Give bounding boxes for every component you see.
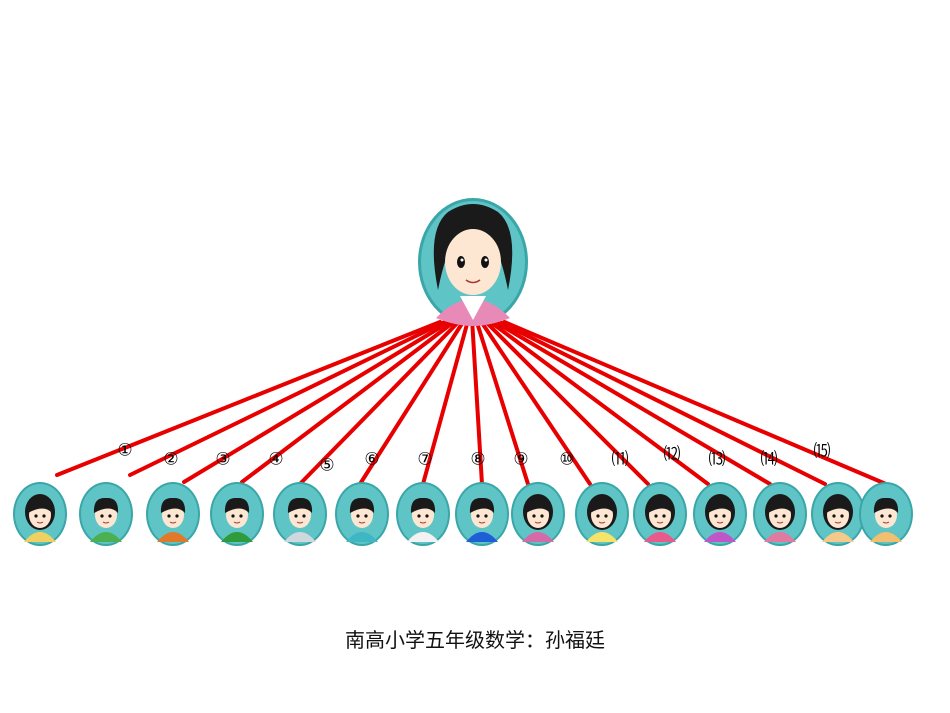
child-label: ⑥: [364, 450, 379, 470]
child-label: ⒀: [709, 450, 726, 470]
connector-line: [479, 320, 592, 486]
student-avatar-icon: [511, 482, 565, 546]
student-avatar-icon: [575, 482, 629, 546]
student-avatar-icon: [79, 482, 133, 546]
child-label: ③: [215, 450, 230, 470]
connector-line: [182, 320, 452, 484]
student-avatar-icon: [146, 482, 200, 546]
student-avatar-icon: [273, 482, 327, 546]
connector-line: [488, 320, 710, 486]
child-label: ⑨: [513, 450, 528, 470]
child-label: ⑧: [470, 450, 485, 470]
child-nodes: [13, 482, 913, 546]
student-avatar-icon: [693, 482, 747, 546]
child-label: ①: [117, 441, 132, 461]
connector-line: [474, 320, 530, 486]
child-labels: ① ② ③ ④ ⑤ ⑥ ⑦ ⑧ ⑨ ⑩ ⑾ ⑿ ⒀ ⒁ ⒂: [117, 441, 830, 476]
connector-line: [358, 320, 465, 486]
connector-line: [484, 320, 650, 486]
connector-line: [421, 320, 470, 486]
student-avatar-icon: [811, 482, 865, 546]
teacher-avatar-icon: [418, 198, 528, 326]
student-avatar-icon: [396, 482, 450, 546]
student-avatar-icon: [13, 482, 67, 546]
student-avatar-icon: [455, 482, 509, 546]
child-label: ⑦: [417, 450, 432, 470]
connector-line: [502, 320, 888, 486]
connector-line: [55, 320, 442, 477]
connector-line: [470, 320, 484, 486]
child-label: ⑤: [319, 456, 334, 476]
connector-line: [497, 320, 827, 486]
student-avatar-icon: [335, 482, 389, 546]
connector-line: [493, 320, 772, 486]
child-label: ④: [268, 450, 283, 470]
child-label: ⑾: [612, 450, 629, 470]
child-label: ⒂: [814, 442, 831, 462]
child-label: ⑿: [664, 445, 681, 465]
child-label: ②: [163, 450, 178, 470]
student-avatar-icon: [633, 482, 687, 546]
root-node: [418, 198, 528, 326]
connector-line: [240, 320, 456, 484]
child-label: ⑩: [559, 450, 574, 470]
child-label: ⒁: [761, 450, 778, 470]
connector-line: [294, 320, 461, 490]
student-avatar-icon: [210, 482, 264, 546]
connector-lines: [55, 320, 888, 490]
connector-line: [128, 320, 447, 477]
student-avatar-icon: [859, 482, 913, 546]
footer-caption: 南高小学五年级数学：孙福廷: [345, 628, 605, 652]
student-avatar-icon: [753, 482, 807, 546]
